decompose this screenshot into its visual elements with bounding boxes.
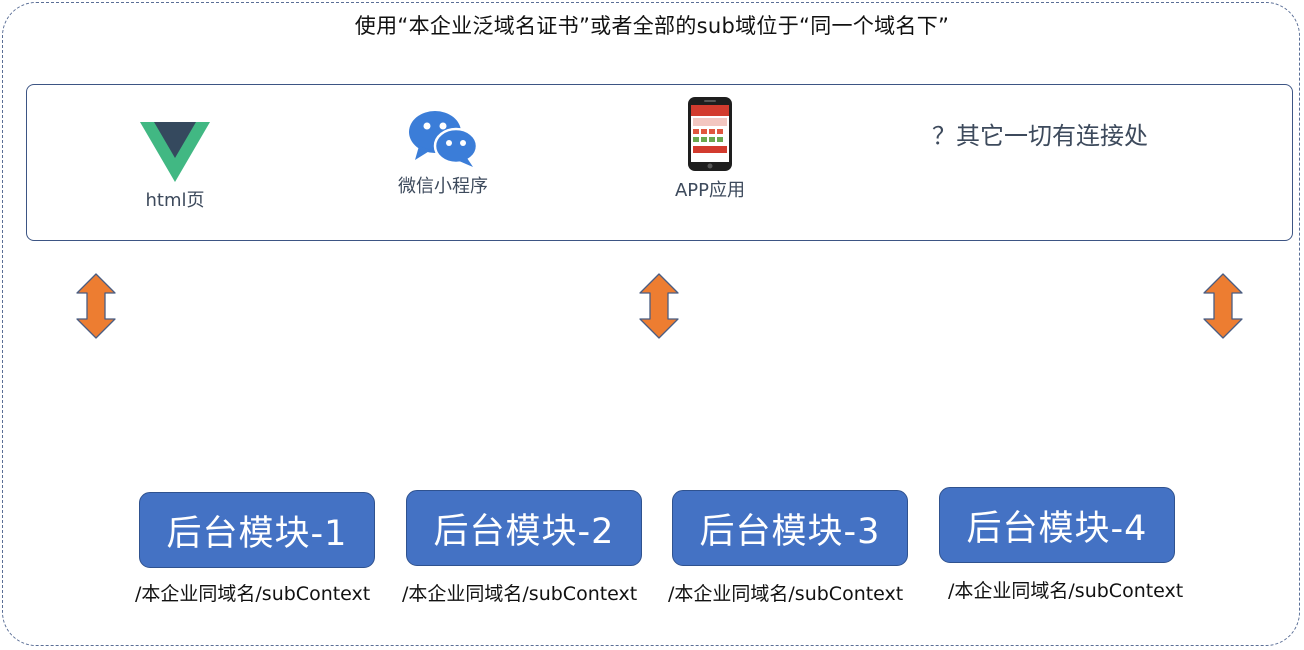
double-arrow-icon [639,273,679,339]
client-miniprogram: 微信小程序 [378,108,508,198]
backend-module-3: 后台模块-3 [672,490,908,566]
smartphone-icon [688,97,732,171]
module-path-4: /本企业同域名/subContext [948,580,1184,602]
backend-module-2: 后台模块-2 [406,490,642,566]
client-panel [26,84,1293,241]
module-path-3: /本企业同域名/subContext [668,583,904,605]
client-app: APP应用 [655,96,765,202]
double-arrow-icon [76,273,116,339]
module-path-1: /本企业同域名/subContext [135,583,371,605]
backend-module-4: 后台模块-4 [939,487,1175,563]
vue-logo-icon [140,122,210,182]
wechat-icon [409,111,479,167]
page-title: 使用“本企业泛域名证书”或者全部的sub域位于“同一个域名下” [354,14,950,38]
client-html-label: html页 [145,190,205,211]
client-miniprogram-label: 微信小程序 [398,176,488,197]
double-arrow-icon [1203,273,1243,339]
client-other-label: ？其它一切有连接处 [932,122,1148,150]
module-path-2: /本企业同域名/subContext [402,583,638,605]
backend-module-1: 后台模块-1 [139,492,375,568]
client-app-label: APP应用 [674,180,746,201]
client-html: html页 [120,122,230,212]
